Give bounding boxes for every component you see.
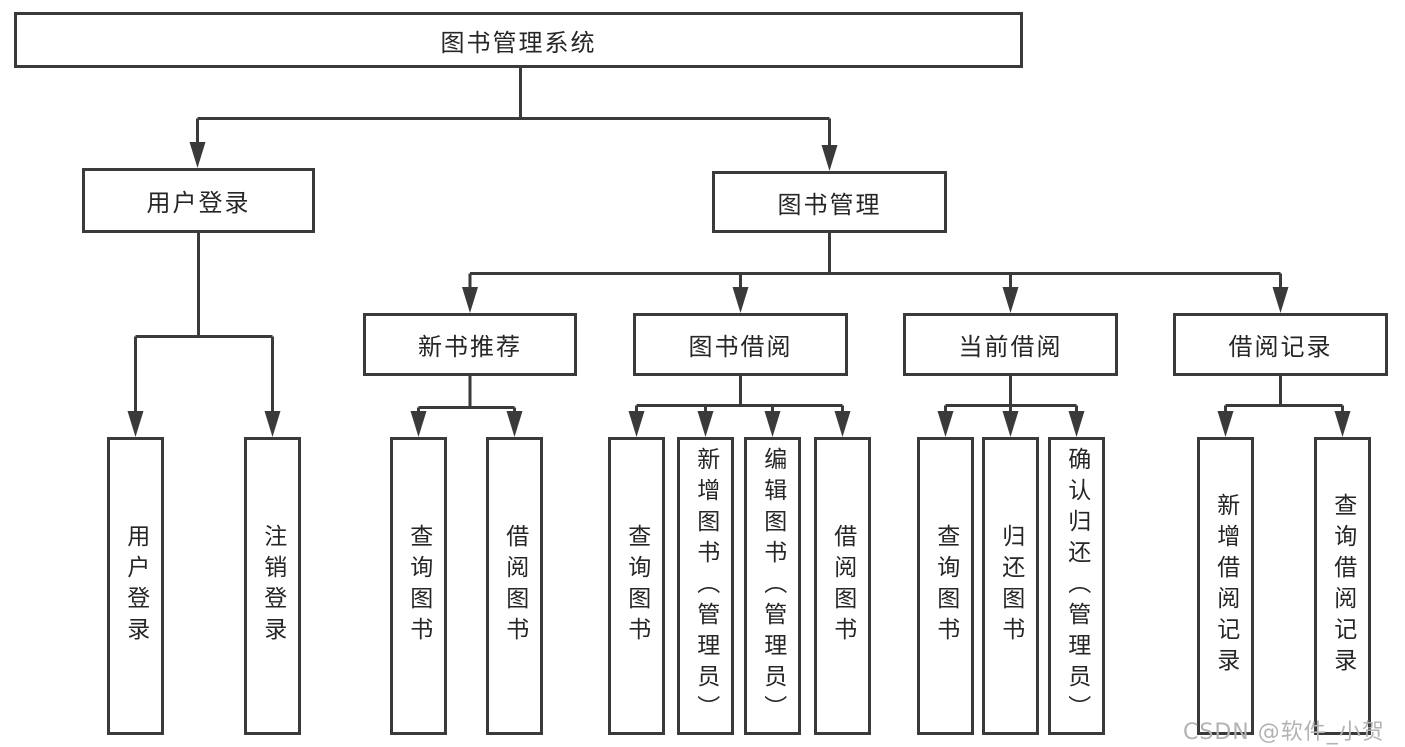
leaf-query-books-borrowing: 查询图书 (608, 437, 665, 735)
leaf-query-books-recommend: 查询图书 (390, 437, 447, 735)
leaf-add-book-admin: 新增图书（管理员） (677, 437, 734, 735)
watermark: CSDN @软件_小贺同学 (1183, 720, 1385, 745)
leaf-return-book: 归还图书 (982, 437, 1039, 735)
leaf-edit-book-admin: 编辑图书（管理员） (744, 437, 801, 735)
node-book-borrowing: 图书借阅 (633, 313, 848, 376)
arrowhead-icons (127, 142, 1351, 437)
connector-paths (134, 68, 1344, 415)
node-new-book-recommend: 新书推荐 (363, 313, 577, 376)
leaf-borrow-books-recommend: 借阅图书 (486, 437, 543, 735)
leaf-logout: 注销登录 (244, 437, 301, 735)
leaf-confirm-return-admin: 确认归还（管理员） (1048, 437, 1105, 735)
leaf-borrow-books-borrowing: 借阅图书 (814, 437, 871, 735)
leaf-query-books-current: 查询图书 (917, 437, 974, 735)
leaf-add-borrow-record: 新增借阅记录 (1197, 437, 1254, 735)
node-current-borrowing: 当前借阅 (903, 313, 1118, 376)
node-borrowing-records: 借阅记录 (1173, 313, 1388, 376)
leaf-user-login: 用户登录 (107, 437, 164, 735)
node-user-login: 用户登录 (82, 168, 315, 233)
node-root-system: 图书管理系统 (14, 12, 1023, 68)
node-book-management: 图书管理 (712, 171, 947, 233)
leaf-query-borrow-record: 查询借阅记录 (1314, 437, 1371, 735)
